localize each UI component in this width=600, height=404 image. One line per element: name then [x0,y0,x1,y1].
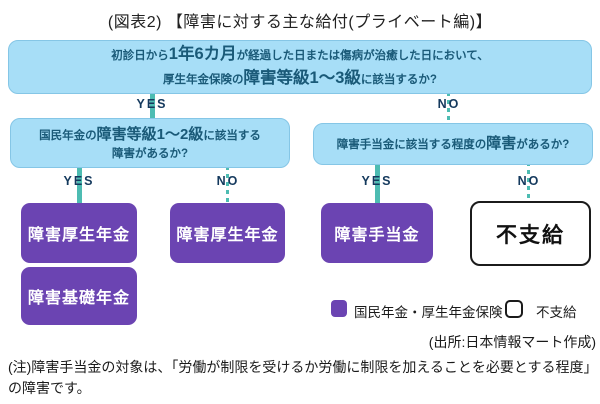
question-initial-line1: 初診日から1年6カ月が経過した日または傷病が治癒した日において、 [111,43,488,67]
q2l-line1-big: 障害等級1〜2級 [96,126,204,144]
branch-line-no-1 [447,92,450,124]
question-box-teatekin: 障害手当金に該当する程度の障害があるか? [313,123,593,165]
question-initial-line2: 厚生年金保険の障害等級1〜3級に該当するか? [163,67,437,91]
question-box-kokumin-nenkin: 国民年金の障害等級1〜2級に該当する 障害があるか? [10,118,290,168]
branch-label-no-2-left: NO [216,174,240,188]
q2l-line1-post: に該当する [203,130,261,143]
q1-line1-post: が経過した日または傷病が治癒した日において、 [236,50,489,63]
branch-line-yes-2-left [77,166,82,204]
branch-line-no-2-right [527,162,530,204]
branch-line-yes-1 [150,92,155,120]
q2r-post: があるか? [516,139,570,152]
question-box-initial: 初診日から1年6カ月が経過した日または傷病が治癒した日において、 厚生年金保険の… [8,40,592,94]
branch-label-yes-1: YES [136,97,168,111]
figure-title: (図表2) 【障害に対する主な給付(プライベート編)】 [107,14,493,31]
footnote-line1: (注)障害手当金の対象は、「労働が制限を受けるか労働に制限を加えることを必要とす… [8,359,598,375]
result-box-shogai-teatekin: 障害手当金 [321,203,433,263]
result-box-shogai-kosei-nenkin-1: 障害厚生年金 [21,203,137,263]
q1-line2-big: 障害等級1〜3級 [243,69,361,87]
result-box-shogai-kiso-nenkin: 障害基礎年金 [21,267,137,325]
result-box-fushikyu: 不支給 [470,201,591,266]
question-right-line1: 障害手当金に該当する程度の障害があるか? [337,132,570,155]
legend-not-paid-swatch [505,300,523,318]
legend-pension-label: 国民年金・厚生年金保険 [354,305,503,320]
q1-line2-pre: 厚生年金保険の [163,74,244,86]
q1-line1-big: 1年6カ月 [168,45,237,64]
legend-pension-swatch [331,300,347,317]
footnote-line2: の障害です。 [8,380,91,396]
q1-line1-pre: 初診日から [111,50,169,63]
branch-label-no-2-right: NO [517,174,541,188]
question-left-line1: 国民年金の障害等級1〜2級に該当する [39,123,261,146]
q2r-pre: 障害手当金に該当する程度の [336,139,487,152]
q1-line2-post: に該当するか? [360,74,437,86]
result-box-shogai-kosei-nenkin-2: 障害厚生年金 [170,203,285,263]
source-text: (出所:日本情報マート作成) [428,334,596,350]
question-left-line2: 障害があるか? [111,148,189,161]
branch-label-yes-2-right: YES [361,174,393,188]
branch-label-no-1: NO [437,97,461,111]
branch-label-yes-2-left: YES [63,174,95,188]
q2r-big: 障害 [486,135,517,153]
q2l-line1-pre: 国民年金の [39,130,97,143]
branch-line-yes-2-right [375,162,380,204]
legend-not-paid-label: 不支給 [536,305,577,320]
footnote: (注)障害手当金の対象は、「労働が制限を受けるか労働に制限を加えることを必要とす… [8,357,598,399]
branch-line-no-2-left [226,166,229,204]
